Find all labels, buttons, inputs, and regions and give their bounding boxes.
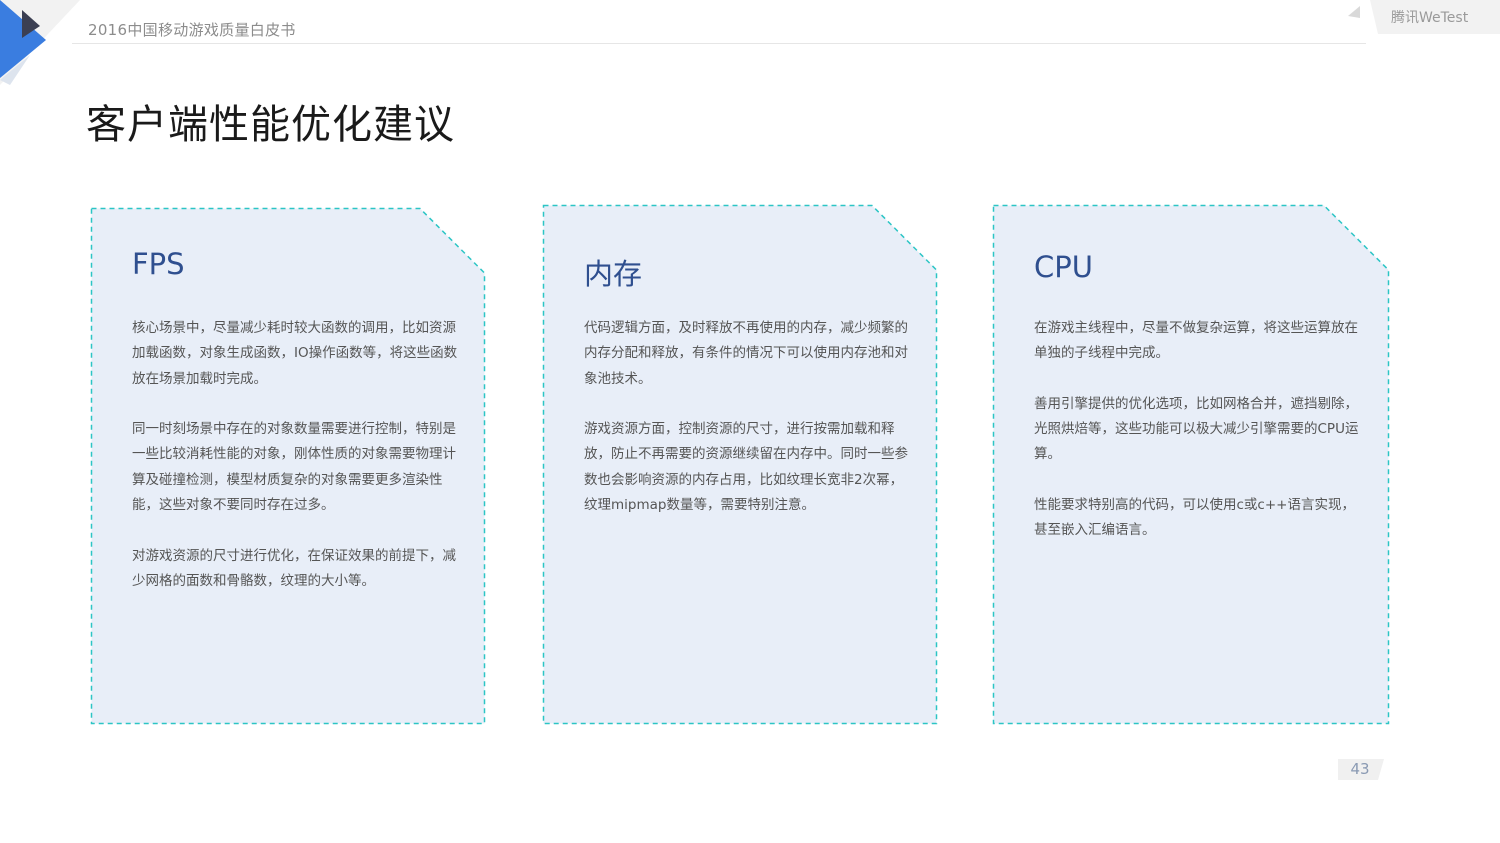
card-cpu-paragraph: 善用引擎提供的优化选项，比如网格合并，遮挡剔除，光照烘焙等，这些功能可以极大减少… — [1034, 395, 1359, 463]
page-number: 43 — [1350, 760, 1370, 778]
card-cpu-frame — [992, 204, 1390, 725]
card-fps-paragraph: 核心场景中，尽量减少耗时较大函数的调用，比如资源加载函数，对象生成函数，IO操作… — [132, 320, 458, 387]
card-memory-paragraph: 游戏资源方面，控制资源的尺寸，进行按需加载和释放，防止不再需要的资源继续留在内存… — [584, 421, 908, 514]
card-cpu-paragraph: 在游戏主线程中，尽量不做复杂运算，将这些运算放在单独的子线程中完成。 — [1034, 320, 1358, 362]
corner-decoration — [0, 0, 80, 85]
card-memory: 内存 代码逻辑方面，及时释放不再使用的内存，减少频繁的内存分配和释放，有条件的情… — [542, 204, 938, 725]
card-memory-title: 内存 — [584, 257, 643, 291]
card-cpu-title: CPU — [1034, 250, 1093, 284]
card-memory-paragraph: 代码逻辑方面，及时释放不再使用的内存，减少频繁的内存分配和释放，有条件的情况下可… — [584, 320, 908, 387]
card-fps: FPS 核心场景中，尽量减少耗时较大函数的调用，比如资源加载函数，对象生成函数，… — [90, 207, 486, 725]
card-memory-body: 代码逻辑方面，及时释放不再使用的内存，减少频繁的内存分配和释放，有条件的情况下可… — [584, 316, 914, 544]
card-fps-paragraph: 同一时刻场景中存在的对象数量需要进行控制，特别是一些比较消耗性能的对象，刚体性质… — [132, 421, 456, 514]
header-divider — [72, 43, 1366, 44]
page-title: 客户端性能优化建议 — [86, 102, 455, 148]
brand-label: 腾讯WeTest — [1391, 10, 1469, 26]
card-fps-paragraph: 对游戏资源的尺寸进行优化，在保证效果的前提下，减少网格的面数和骨骼数，纹理的大小… — [132, 547, 456, 589]
card-fps-frame — [90, 207, 486, 725]
brand-triangle-icon — [1348, 6, 1360, 18]
page-number-badge — [1338, 759, 1384, 780]
card-fps-body: 核心场景中，尽量减少耗时较大函数的调用，比如资源加载函数，对象生成函数，IO操作… — [132, 316, 462, 620]
card-cpu-body: 在游戏主线程中，尽量不做复杂运算，将这些运算放在单独的子线程中完成。 善用引擎提… — [1034, 316, 1364, 569]
card-cpu-paragraph: 性能要求特别高的代码，可以使用c或c++语言实现，甚至嵌入汇编语言。 — [1034, 497, 1355, 539]
brand-tab — [1370, 0, 1500, 34]
card-cpu: CPU 在游戏主线程中，尽量不做复杂运算，将这些运算放在单独的子线程中完成。 善… — [992, 204, 1390, 725]
card-memory-frame — [542, 204, 938, 725]
header-title: 2016中国移动游戏质量白皮书 — [88, 21, 296, 39]
card-fps-title: FPS — [132, 247, 185, 281]
